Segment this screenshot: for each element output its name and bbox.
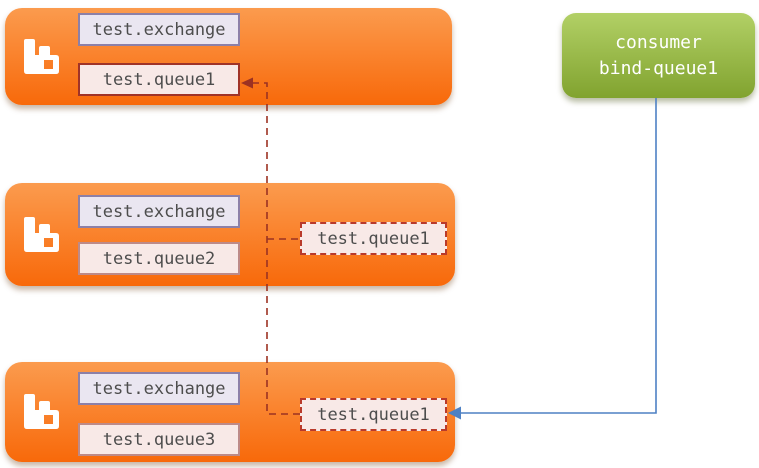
ghost-queue-label-node2: test.queue1: [300, 222, 447, 255]
rabbitmq-node-1: test.exchange test.queue1: [5, 8, 452, 105]
consumer-line2: bind-queue1: [598, 57, 719, 79]
queue-label: test.queue1: [78, 63, 240, 96]
exchange-label: test.exchange: [78, 372, 240, 405]
ghost-queue-label-node3: test.queue1: [300, 398, 447, 431]
rabbitmq-logo-icon: [21, 394, 61, 430]
exchange-label: test.exchange: [78, 13, 240, 46]
queue-label: test.queue2: [78, 242, 240, 275]
queue-label: test.queue3: [78, 423, 240, 456]
rabbitmq-logo-icon: [21, 216, 61, 253]
rabbitmq-logo-icon: [21, 38, 61, 75]
consumer-box: consumer bind-queue1: [562, 13, 755, 98]
consumer-connection-link: [460, 98, 657, 414]
consumer-line1: consumer: [615, 31, 702, 53]
exchange-label: test.exchange: [78, 195, 240, 228]
